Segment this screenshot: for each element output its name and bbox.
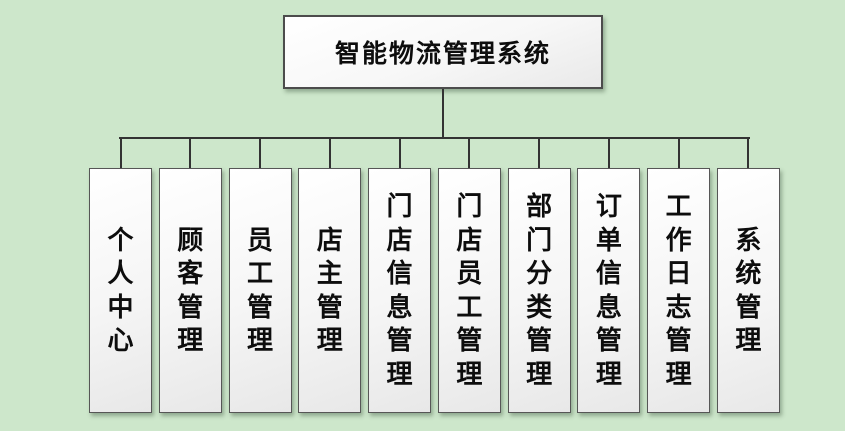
child-node-box: 个人中心 — [89, 168, 152, 413]
connector-stub — [119, 139, 122, 168]
child-node-box: 订单信息管理 — [577, 168, 641, 413]
tree-node-child: 工作日志管理 — [647, 139, 711, 413]
child-node-label: 系统管理 — [735, 224, 762, 356]
tree-node-child: 门店员工管理 — [437, 139, 501, 413]
child-node-label: 店主管理 — [316, 224, 343, 356]
child-node-label: 工作日志管理 — [665, 191, 692, 389]
root-node-label: 智能物流管理系统 — [334, 40, 551, 68]
child-node-box: 店主管理 — [298, 168, 362, 413]
child-node-box: 门店信息管理 — [368, 168, 432, 413]
tree-node-child: 门店信息管理 — [368, 139, 432, 413]
children-row: 个人中心 顾客管理 员工管理 店主管理 门店信息管理 门店员工管理 — [89, 139, 780, 413]
root-node: 智能物流管理系统 — [283, 15, 603, 89]
tree-node-child: 部门分类管理 — [507, 139, 571, 413]
tree-node-child: 个人中心 — [89, 139, 152, 413]
connector-stub — [328, 139, 331, 168]
connector-root-stem — [442, 89, 444, 138]
connector-stub — [677, 139, 680, 168]
child-node-label: 门店员工管理 — [456, 191, 483, 389]
child-node-label: 顾客管理 — [177, 224, 204, 356]
tree-node-child: 订单信息管理 — [577, 139, 641, 413]
tree-node-child: 员工管理 — [228, 139, 292, 413]
child-node-label: 个人中心 — [107, 224, 134, 356]
child-node-label: 门店信息管理 — [386, 191, 413, 389]
connector-stub — [538, 139, 541, 168]
connector-stub — [607, 139, 610, 168]
connector-stub — [189, 139, 192, 168]
connector-stub — [398, 139, 401, 168]
connector-stub — [259, 139, 262, 168]
connector-horizontal-bar — [119, 137, 750, 139]
connector-stub — [747, 139, 750, 168]
child-node-label: 员工管理 — [247, 224, 274, 356]
child-node-box: 系统管理 — [716, 168, 780, 413]
child-node-box: 员工管理 — [228, 168, 292, 413]
child-node-box: 顾客管理 — [158, 168, 222, 413]
child-node-box: 部门分类管理 — [507, 168, 571, 413]
tree-node-child: 店主管理 — [298, 139, 362, 413]
tree-node-child: 系统管理 — [716, 139, 780, 413]
child-node-box: 门店员工管理 — [437, 168, 501, 413]
child-node-label: 订单信息管理 — [595, 191, 622, 389]
child-node-box: 工作日志管理 — [647, 168, 711, 413]
tree-node-child: 顾客管理 — [158, 139, 222, 413]
child-node-label: 部门分类管理 — [526, 191, 553, 389]
connector-stub — [468, 139, 471, 168]
